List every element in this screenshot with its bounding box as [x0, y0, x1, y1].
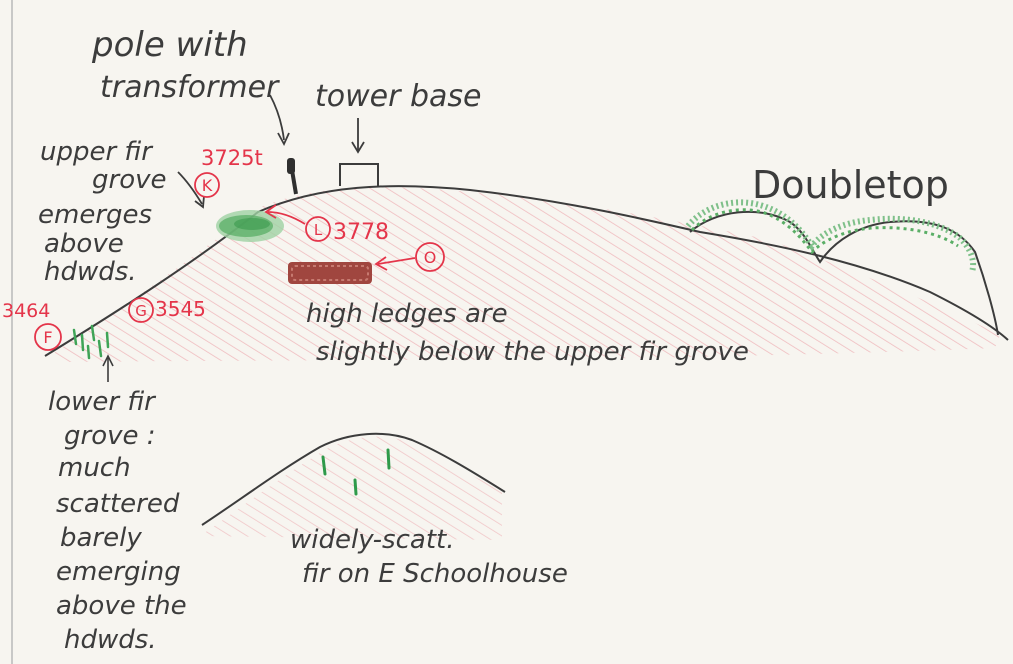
- label-lower-fir-1: lower fir: [48, 387, 157, 417]
- elevation-f: 3464: [2, 300, 50, 322]
- label-lower-fir-2: grove :: [64, 421, 156, 451]
- upper-fir-grove: [216, 210, 284, 242]
- label-upper-fir-2: grove: [92, 165, 166, 195]
- marker-o-circle: [415, 242, 445, 272]
- lower-fir-grove: [72, 324, 110, 360]
- schoolhouse-firs: [321, 448, 391, 496]
- pole-arrow: [269, 94, 285, 141]
- marker-o-arrow: [377, 257, 416, 265]
- label-widely-2: fir on E Schoolhouse: [302, 559, 568, 589]
- label-widely-1: widely-scatt.: [290, 525, 454, 555]
- elevation-k: 3725t: [201, 146, 263, 170]
- marker-g-circle: [128, 297, 154, 323]
- main-ridge-outline: [44, 185, 1009, 357]
- doubletop-fir-canopy: [685, 199, 977, 273]
- label-lower-fir-3: much: [58, 453, 131, 483]
- elevation-l: 3778: [333, 220, 389, 245]
- label-emerges-1: emerges: [38, 200, 152, 230]
- label-doubletop: Doubletop: [752, 163, 949, 207]
- marker-g: G: [135, 302, 147, 320]
- elevation-g: 3545: [155, 297, 206, 321]
- marker-k: K: [202, 176, 213, 195]
- label-pole-line1: pole with: [91, 25, 248, 65]
- lower-grove-arrowhead: [102, 354, 114, 367]
- marker-l-circle: [305, 216, 331, 242]
- label-pole-line2: transformer: [100, 70, 280, 105]
- schoolhouse-hill-hatching: [200, 436, 502, 540]
- label-lower-fir-6: emerging: [56, 557, 181, 587]
- main-ridge-hatching: [55, 187, 1000, 362]
- marker-l-arrow: [267, 211, 306, 225]
- tower-base: [339, 163, 379, 186]
- label-lower-fir-5: barely: [60, 523, 142, 553]
- marker-o-arrowhead: [374, 256, 388, 271]
- marker-f-circle: [34, 323, 62, 351]
- label-lower-fir-4: scattered: [56, 489, 180, 519]
- pole-with-transformer: [287, 158, 298, 195]
- label-high-ledges-1: high ledges are: [306, 299, 508, 329]
- schoolhouse-hill-outline: [201, 432, 506, 526]
- label-lower-fir-7: above the: [56, 591, 187, 621]
- marker-o: O: [424, 248, 437, 267]
- marker-l-arrowhead: [264, 204, 277, 219]
- doubletop-fir-canopy-inner: [690, 208, 959, 255]
- label-high-ledges-2: slightly below the upper fir grove: [316, 337, 749, 367]
- tower-arrowhead: [351, 141, 365, 154]
- label-emerges-2: above: [44, 229, 124, 259]
- marker-k-circle: [194, 172, 220, 198]
- upper-grove-arrow: [177, 171, 203, 205]
- upper-grove-arrowhead: [194, 195, 205, 209]
- label-emerges-3: hdwds.: [44, 257, 137, 287]
- label-tower-base: tower base: [315, 79, 482, 114]
- pole-arrowhead: [277, 132, 290, 147]
- label-upper-fir-1: upper fir: [40, 137, 154, 167]
- marker-l: L: [314, 221, 323, 239]
- high-ledges: [288, 262, 372, 284]
- label-lower-fir-8: hdwds.: [64, 625, 157, 655]
- marker-f: F: [43, 328, 52, 347]
